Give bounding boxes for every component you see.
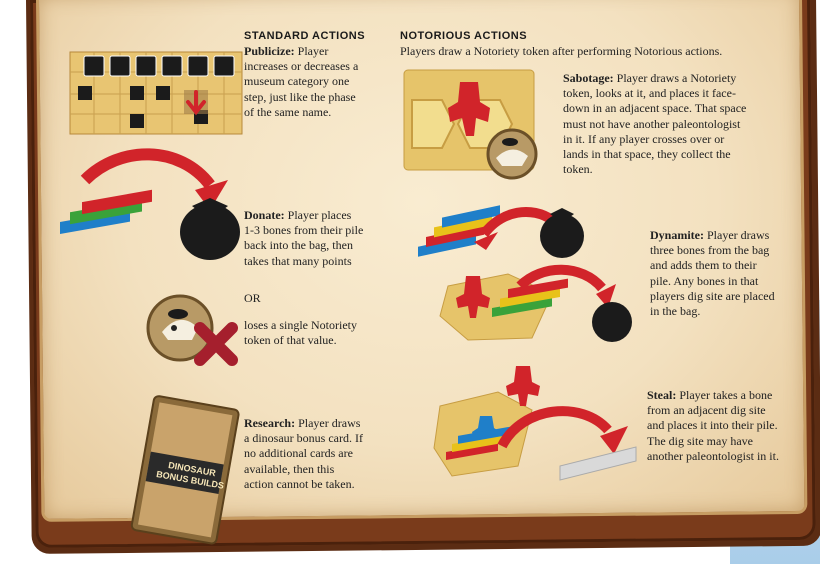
standard-actions-heading: STANDARD ACTIONS	[244, 30, 366, 42]
steal-illustration	[433, 366, 637, 481]
donate-description: Donate: Player places 1-3 bones from the…	[244, 208, 364, 268]
donate-alt-description: loses a single Notoriety token of that v…	[244, 318, 357, 348]
sabotage-illustration	[403, 69, 538, 180]
donate-illustration	[60, 148, 240, 260]
dynamite-description: Dynamite: Player draws three bones from …	[650, 228, 775, 319]
publicize-description: Publicize: Player increases or decreases…	[244, 44, 359, 119]
dynamite-illustration	[418, 205, 632, 342]
notorious-actions-heading: NOTORIOUS ACTIONS	[400, 30, 528, 42]
notoriety-token-illustration	[146, 294, 238, 366]
research-description: Research: Player draws a dinosaur bonus …	[244, 416, 363, 491]
sabotage-description: Sabotage: Player draws a Notoriety token…	[563, 71, 747, 177]
steal-description: Steal: Player takes a bone from an adjac…	[647, 388, 779, 463]
notorious-intro: Players draw a Notoriety token after per…	[400, 44, 723, 58]
or-label: OR	[244, 291, 261, 305]
dinosaur-bonus-card	[130, 395, 240, 545]
museum-track-illustration	[69, 51, 243, 135]
